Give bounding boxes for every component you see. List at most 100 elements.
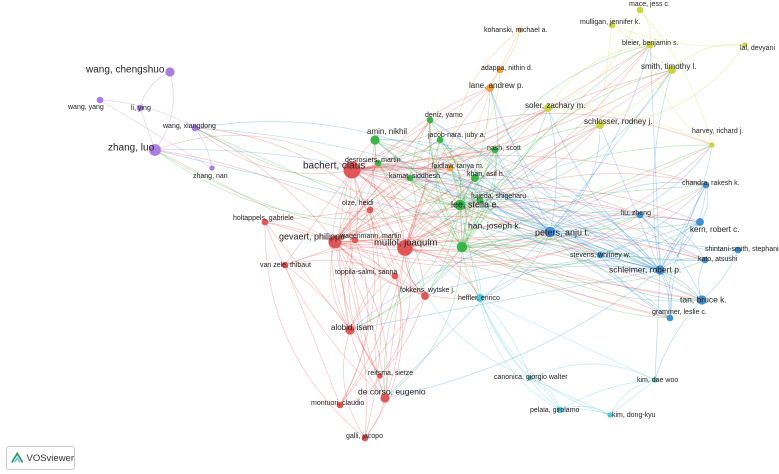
node-label-zhangluo[interactable]: zhang, luo: [108, 143, 155, 154]
node-label-olze[interactable]: olze, heidi: [342, 200, 374, 207]
node-label-holtappels[interactable]: holtappels, gabriele: [233, 215, 294, 222]
node-reitsma[interactable]: [377, 373, 383, 379]
node-label-vanzele[interactable]: van zele, thibaut: [260, 262, 311, 269]
node-label-harvey[interactable]: harvey, richard j.: [692, 128, 743, 135]
node-desrosiers[interactable]: [374, 159, 382, 167]
node-liying[interactable]: [136, 104, 144, 112]
node-label-kohanski[interactable]: kohanski, michael a.: [484, 27, 547, 34]
node-label-grammer[interactable]: grammer, leslie c.: [652, 309, 707, 316]
node-label-toppila[interactable]: toppila-salmi, sanna: [335, 269, 397, 276]
node-olze[interactable]: [366, 206, 374, 214]
node-label-khan[interactable]: khan, asif h.: [467, 171, 505, 178]
node-canonica[interactable]: [527, 375, 533, 381]
node-label-peters[interactable]: peters, anju t.: [535, 227, 590, 237]
node-label-chandra[interactable]: chandra, rakesh k.: [682, 180, 740, 187]
node-kato[interactable]: [701, 256, 709, 264]
node-fujieda[interactable]: [476, 196, 484, 204]
node-label-canonica[interactable]: canonica, giorgio walter: [494, 374, 568, 381]
node-kimdk[interactable]: [607, 412, 613, 418]
node-montuori[interactable]: [336, 401, 344, 409]
node-han[interactable]: [456, 241, 468, 253]
node-adappa[interactable]: [496, 66, 504, 74]
node-zhangnan[interactable]: [209, 165, 215, 171]
node-label-kimdw[interactable]: kim, dae woo: [637, 377, 678, 384]
node-wangxd[interactable]: [191, 124, 199, 132]
node-wagenmann[interactable]: [351, 236, 359, 244]
node-nash[interactable]: [491, 146, 499, 154]
node-label-wagenmann[interactable]: wagenmann, martin: [339, 233, 402, 240]
node-stevens[interactable]: [596, 251, 604, 259]
node-soler[interactable]: [544, 104, 552, 112]
node-label-smith[interactable]: smith, timothy l.: [641, 62, 697, 71]
node-label-mulligan[interactable]: mulligan, jennifer k.: [580, 19, 640, 26]
node-label-stevens[interactable]: stevens, whitney w.: [570, 252, 630, 259]
node-label-bachert[interactable]: bachert, claus: [303, 161, 365, 172]
node-label-wangcs[interactable]: wang, chengshuo: [85, 65, 165, 76]
node-shintani[interactable]: [734, 246, 742, 254]
node-label-bleier[interactable]: bleier, benjamin s.: [622, 40, 678, 47]
node-lee[interactable]: [454, 199, 466, 211]
node-schleimer[interactable]: [655, 265, 665, 275]
node-heffler[interactable]: [476, 294, 484, 302]
node-label-fokkens[interactable]: fokkens, wytske j.: [400, 287, 455, 294]
node-label-liying[interactable]: li, ying: [131, 105, 151, 112]
node-bachert[interactable]: [343, 161, 361, 179]
node-khan[interactable]: [471, 174, 479, 182]
vosviewer-logo[interactable]: VOSviewer: [6, 446, 75, 470]
node-galli[interactable]: [361, 434, 369, 442]
node-pelaia[interactable]: [556, 406, 564, 414]
node-label-kern[interactable]: kern, robert c.: [690, 225, 739, 234]
node-toppila[interactable]: [391, 272, 399, 280]
node-label-nash[interactable]: nash, scott: [487, 145, 521, 152]
node-laidlaw[interactable]: [446, 164, 454, 172]
node-holtappels[interactable]: [261, 218, 269, 226]
node-chandra[interactable]: [702, 181, 710, 189]
node-zhangluo[interactable]: [149, 144, 161, 156]
node-label-liu[interactable]: liu, zheng: [621, 210, 651, 217]
node-mulligan[interactable]: [608, 21, 616, 29]
node-label-adappa[interactable]: adappa, nithin d.: [481, 65, 533, 72]
node-lal[interactable]: [742, 42, 748, 48]
node-gevaert[interactable]: [328, 235, 342, 249]
node-wangcs[interactable]: [165, 67, 175, 77]
node-label-gevaert[interactable]: gevaert, philippe: [279, 231, 345, 241]
node-label-heffler[interactable]: heffler, enrico: [458, 295, 500, 302]
node-label-pelaia[interactable]: pelaia, girolamo: [530, 407, 580, 414]
node-label-desrosiers[interactable]: desrosiers, martin: [345, 157, 401, 164]
node-label-kamat[interactable]: kamat, siddhesh: [389, 173, 440, 180]
node-mullol[interactable]: [397, 240, 413, 256]
node-label-lal[interactable]: lal, devyani: [740, 45, 775, 52]
node-label-schlosser[interactable]: schlosser, rodney j.: [584, 117, 652, 126]
node-decorso[interactable]: [380, 393, 390, 403]
node-amin[interactable]: [370, 135, 380, 145]
node-label-laidlaw[interactable]: laidlaw, tanya m.: [432, 163, 484, 170]
node-grammer[interactable]: [666, 314, 674, 322]
node-harvey[interactable]: [709, 142, 715, 148]
node-label-kato[interactable]: kato, atsushi: [698, 256, 738, 263]
node-peters[interactable]: [544, 226, 556, 238]
node-label-kimdk[interactable]: kim, dong-kyu: [612, 412, 656, 419]
node-schlosser[interactable]: [596, 121, 604, 129]
node-label-soler[interactable]: soler, zachary m.: [525, 101, 585, 110]
node-label-shintani[interactable]: shintani-smith, stephanie: [705, 246, 779, 253]
node-label-mullol[interactable]: mullol, joaquim: [374, 238, 437, 249]
node-label-lee[interactable]: lee, stella e.: [451, 199, 499, 209]
node-lane[interactable]: [486, 84, 494, 92]
node-label-reitsma[interactable]: reitsma, sietze: [368, 370, 413, 377]
node-alobid[interactable]: [345, 325, 355, 335]
node-label-mace[interactable]: mace, jess c.: [629, 1, 670, 8]
node-label-wangxd[interactable]: wang, xiangdong: [162, 123, 216, 130]
node-liu[interactable]: [636, 211, 644, 219]
node-label-schleimer[interactable]: schleimer, robert p.: [609, 264, 681, 274]
node-kohanski[interactable]: [517, 27, 523, 33]
node-kamat[interactable]: [406, 174, 414, 182]
node-smith[interactable]: [668, 66, 676, 74]
node-label-jacob[interactable]: jacob-nara, juby a.: [427, 132, 486, 139]
node-label-galli[interactable]: galli, jacopo: [346, 433, 383, 440]
node-label-wangyang[interactable]: wang, yang: [67, 104, 104, 111]
node-label-lane[interactable]: lane, andrew p.: [469, 81, 524, 90]
node-label-deniz[interactable]: deniz, yamo: [425, 112, 463, 119]
node-label-alobid[interactable]: alobid, isam: [331, 323, 374, 332]
